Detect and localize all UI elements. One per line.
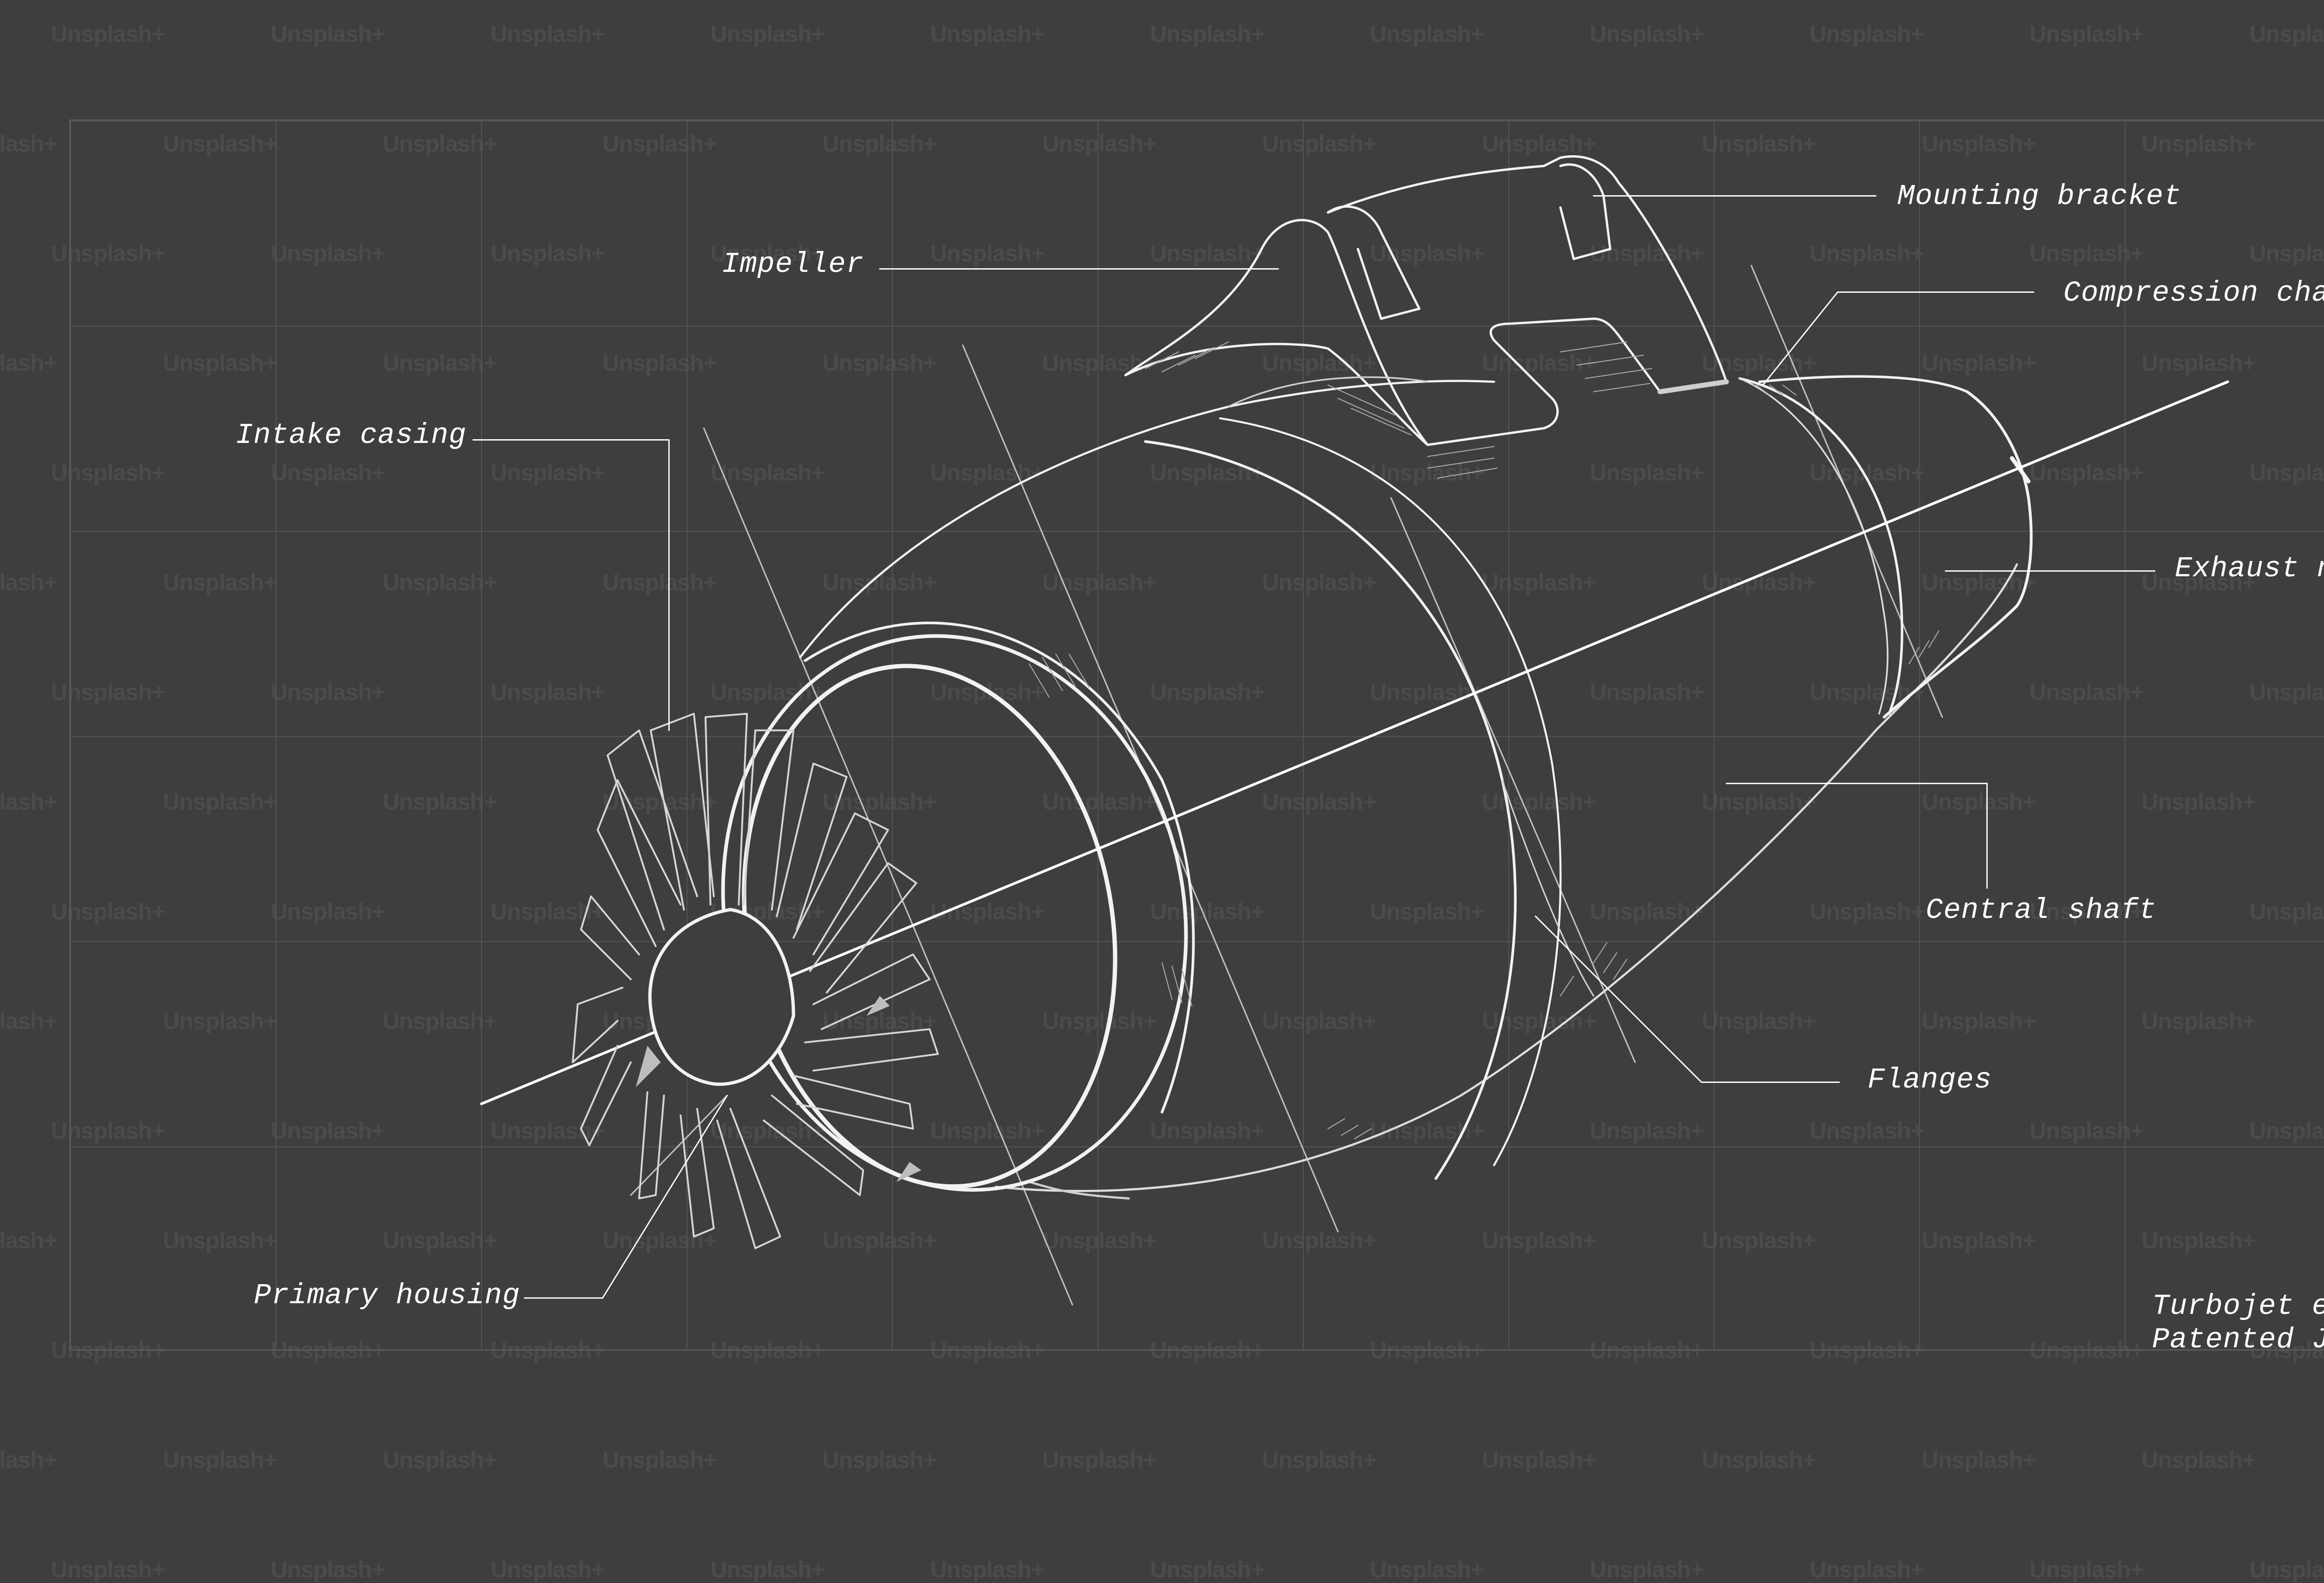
leader-intake-casing	[472, 439, 670, 731]
flange-ring	[1144, 417, 1595, 1180]
watermark-text: Unsplash+	[2249, 1557, 2324, 1583]
exhaust-nozzle	[1882, 390, 2033, 719]
label-central-shaft: Central shaft	[1926, 894, 2157, 927]
leader-compression-chamber	[1762, 291, 2034, 386]
label-mounting-bracket: Mounting bracket	[1897, 180, 2182, 213]
watermark-text: Unsplash+	[710, 1557, 825, 1583]
leader-lines	[472, 195, 2156, 1299]
hatching	[1029, 384, 1940, 1140]
patent-date: Patented Jan. 02,1910	[2152, 1323, 2324, 1356]
watermark-text: Unsplash+	[1809, 1557, 1924, 1583]
watermark-text: Unsplash+	[930, 1557, 1044, 1583]
watermark-text: Unsplash+	[490, 1557, 605, 1583]
watermark-text: Unsplash+	[1590, 1557, 1704, 1583]
title-block: Turbojet engine Patented Jan. 02,1910	[2152, 1290, 2324, 1357]
turbojet-engine-drawing	[472, 155, 2229, 1306]
label-impeller: Impeller	[722, 248, 864, 281]
leader-flanges	[1535, 916, 1840, 1083]
intake-casing-rings	[721, 621, 1195, 1192]
leader-primary-housing	[524, 1095, 728, 1299]
watermark-text: Unsplash+	[1150, 1557, 1264, 1583]
label-compression-chamber: Compression chamber	[2063, 277, 2324, 310]
watermark-text: Unsplash+	[51, 1557, 165, 1583]
construction-lines	[630, 264, 1943, 1306]
diagram-title: Turbojet engine	[2152, 1290, 2324, 1323]
mounting-bracket	[1124, 155, 1729, 446]
label-exhaust-nozzle: Exhaust nozzle	[2175, 552, 2324, 585]
bracket-hatching	[1145, 341, 1652, 479]
compression-chamber	[1738, 375, 1968, 715]
watermark-text: Unsplash+	[1370, 1557, 1484, 1583]
primary-housing-shell	[799, 380, 2018, 1200]
watermark-text: Unsplash+	[271, 1557, 385, 1583]
intake-fan-blades	[572, 712, 939, 1249]
label-flanges: Flanges	[1868, 1063, 1992, 1096]
label-intake-casing: Intake casing	[236, 419, 467, 452]
impeller-hub	[648, 908, 795, 1086]
label-primary-housing: Primary housing	[254, 1279, 521, 1312]
leader-central-shaft	[1725, 783, 1988, 889]
watermark-text: Unsplash+	[2029, 1557, 2144, 1583]
fan-blade-shadows	[635, 996, 922, 1182]
